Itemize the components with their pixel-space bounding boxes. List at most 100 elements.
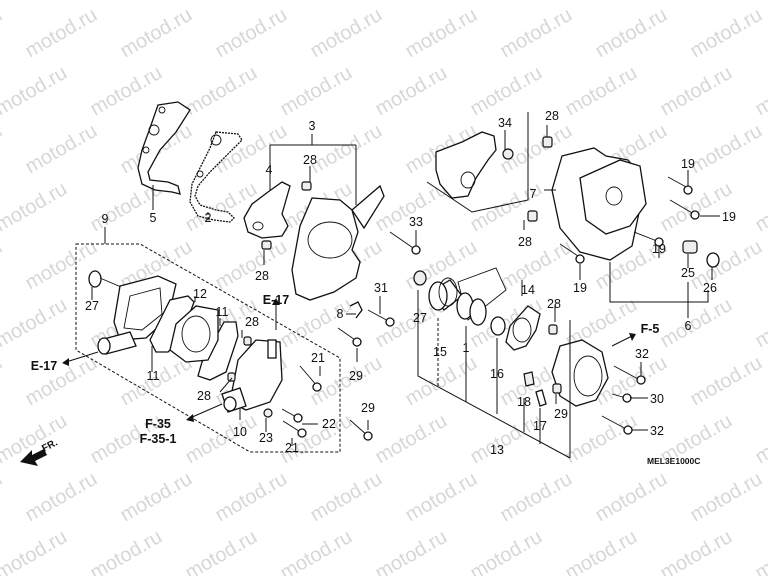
callout-7: 7 [530,187,537,201]
callout-15: 15 [433,345,447,359]
callout-31: 31 [374,281,388,295]
callout-27: 28 [245,315,259,329]
callout-21: 22 [322,417,336,431]
watermark-text: motod.ru [182,62,261,121]
watermark-text: motod.ru [562,410,641,469]
watermark-text: motod.ru [87,62,166,121]
watermark-text: motod.ru [657,178,736,237]
watermark-text: motod.ru [277,526,356,576]
watermark-text: motod.ru [212,4,291,63]
watermark-text: motod.ru [562,0,641,4]
callout-33: 33 [409,215,423,229]
callout-3: 3 [309,119,316,133]
callout-23: 25 [681,266,695,280]
callout-19: 19 [652,242,666,256]
watermark-text: motod.ru [182,526,261,576]
callout-16: 16 [490,367,504,381]
callout-30: 30 [650,392,664,406]
callout-28: 28 [303,153,317,167]
spring-16[interactable] [491,317,505,335]
ref-f5: F-5 [641,322,660,336]
watermark-text: motod.ru [687,468,766,527]
callout-34: 34 [498,116,512,130]
callout-18: 18 [517,395,531,409]
watermark-text: motod.ru [372,62,451,121]
watermark-text: motod.ru [752,526,768,576]
watermark-text: motod.ru [497,236,576,295]
watermark-text: motod.ru [657,62,736,121]
ref-f35-1: F-35-1 [140,432,177,446]
callout-21: 21 [311,351,325,365]
callout-14: 14 [521,283,535,297]
callout-4: 4 [266,163,273,177]
watermark-text: motod.ru [22,120,101,179]
watermark-text: motod.ru [402,4,481,63]
callout-28: 28 [545,109,559,123]
watermark-text: motod.ru [562,62,641,121]
watermark-text: motod.ru [752,178,768,237]
callout-27: 28 [197,389,211,403]
watermark-text: motod.ru [117,468,196,527]
watermark-text: motod.ru [687,236,766,295]
watermark-text: motod.ru [87,526,166,576]
watermark-text: motod.ru [467,0,546,4]
watermark-text: motod.ru [372,410,451,469]
callout-11: 11 [216,305,229,319]
callout-20: 21 [285,441,299,455]
callout-19: 19 [722,210,736,224]
callout-13: 13 [490,443,504,457]
watermark-text: motod.ru [22,236,101,295]
watermark-text: motod.ru [0,62,71,121]
callout-6: 6 [685,319,692,333]
watermark-text: motod.ru [0,352,6,411]
callout-26: 27 [85,299,99,313]
watermark-text: motod.ru [402,468,481,527]
watermark-text: motod.ru [182,0,261,4]
watermark-text: motod.ru [307,120,386,179]
callout-32: 32 [650,424,664,438]
callout-10: 10 [233,425,247,439]
watermark-text: motod.ru [87,0,166,4]
callout-28: 28 [547,297,561,311]
watermark-text: motod.ru [687,120,766,179]
watermark-text: motod.ru [0,0,71,4]
watermark-text: motod.ru [0,294,71,353]
ref-e17-left: E-17 [31,359,57,373]
watermark-text: motod.ru [0,178,71,237]
washer-24[interactable] [707,253,719,267]
seal-23[interactable] [683,241,697,253]
callout-17: 17 [533,419,547,433]
watermark-text: motod.ru [752,62,768,121]
watermark-text: motod.ru [0,526,71,576]
watermark-text: motod.ru [467,62,546,121]
washer-22[interactable] [264,409,272,417]
watermark-text: motod.ru [0,4,6,63]
watermark-text: motod.ru [117,4,196,63]
watermark-text: motod.ru [497,468,576,527]
callout-28: 29 [554,407,568,421]
watermark-text: motod.ru [212,468,291,527]
callout-22: 23 [259,431,273,445]
watermark-text: motod.ru [592,4,671,63]
callout-8: 8 [337,307,344,321]
watermark-text: motod.ru [0,236,6,295]
watermark-text: motod.ru [497,4,576,63]
callout-29: 29 [361,401,375,415]
ref-e17-top: E-17 [263,293,289,307]
watermark-text: motod.ru [0,120,6,179]
watermark-text: motod.ru [752,410,768,469]
callout-12: 12 [193,287,207,301]
watermark-text: motod.ru [402,352,481,411]
drawing-code: MEL3E1000C [647,456,700,466]
watermark-text: motod.ru [657,294,736,353]
watermark-text: motod.ru [752,294,768,353]
callout-24: 26 [703,281,717,295]
callout-9: 9 [102,212,109,226]
callout-11: 11 [147,369,160,383]
watermark-text: motod.ru [0,468,6,527]
callout-19: 19 [681,157,695,171]
callout-5: 5 [150,211,157,225]
watermark-text: motod.ru [467,526,546,576]
callout-32: 32 [635,347,649,361]
